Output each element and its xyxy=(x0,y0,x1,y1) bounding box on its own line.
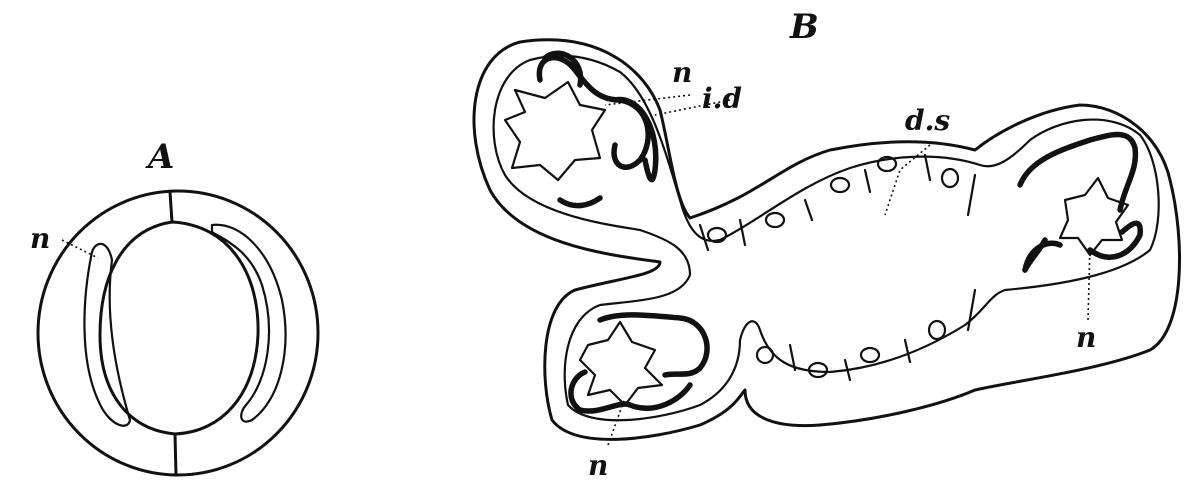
stellate-nucleus-lower xyxy=(578,320,664,407)
duct-cell xyxy=(927,319,947,341)
leader-ds xyxy=(884,144,931,216)
label-n-upper: n xyxy=(672,56,692,89)
duct-cell xyxy=(876,155,898,173)
label-intracellular-duct: i.d xyxy=(702,82,742,115)
cell-boundary-bottom xyxy=(173,432,178,477)
panel-a-n-label: n xyxy=(30,222,50,255)
intracellular-ducts xyxy=(536,50,1143,414)
leader-n-lower xyxy=(607,397,626,446)
label-duct-segment: d.s xyxy=(905,104,950,137)
duct-cell xyxy=(764,211,786,229)
leader-n-upper xyxy=(604,94,691,106)
duct-cell xyxy=(755,345,775,365)
gland-outline xyxy=(472,38,1181,441)
panel-b-label: B xyxy=(789,7,819,47)
cell-boundary-top xyxy=(168,190,174,224)
stellate-nucleus-right xyxy=(1058,176,1130,257)
leader-n-right xyxy=(1087,244,1091,321)
panel-b: B xyxy=(472,7,1181,482)
duct-cell xyxy=(940,167,960,189)
duct-cell xyxy=(859,346,881,364)
stellate-nucleus-upper xyxy=(503,80,607,182)
tube-outer-wall xyxy=(36,189,320,477)
duct-cell xyxy=(829,176,851,194)
leader-a-n xyxy=(61,239,99,259)
duct-cell xyxy=(706,226,728,244)
nucleus-left xyxy=(83,242,132,427)
panel-a-label: A xyxy=(145,137,174,177)
gland-lumen xyxy=(492,54,1160,422)
nucleus-right xyxy=(210,223,287,423)
duct-cell xyxy=(807,361,829,379)
duct-cell-boundaries xyxy=(698,153,977,382)
tube-lumen xyxy=(98,220,260,436)
panel-a: A n xyxy=(30,137,320,477)
label-n-right: n xyxy=(1076,321,1096,354)
label-n-lower: n xyxy=(588,449,608,482)
duct-cells xyxy=(698,153,977,382)
